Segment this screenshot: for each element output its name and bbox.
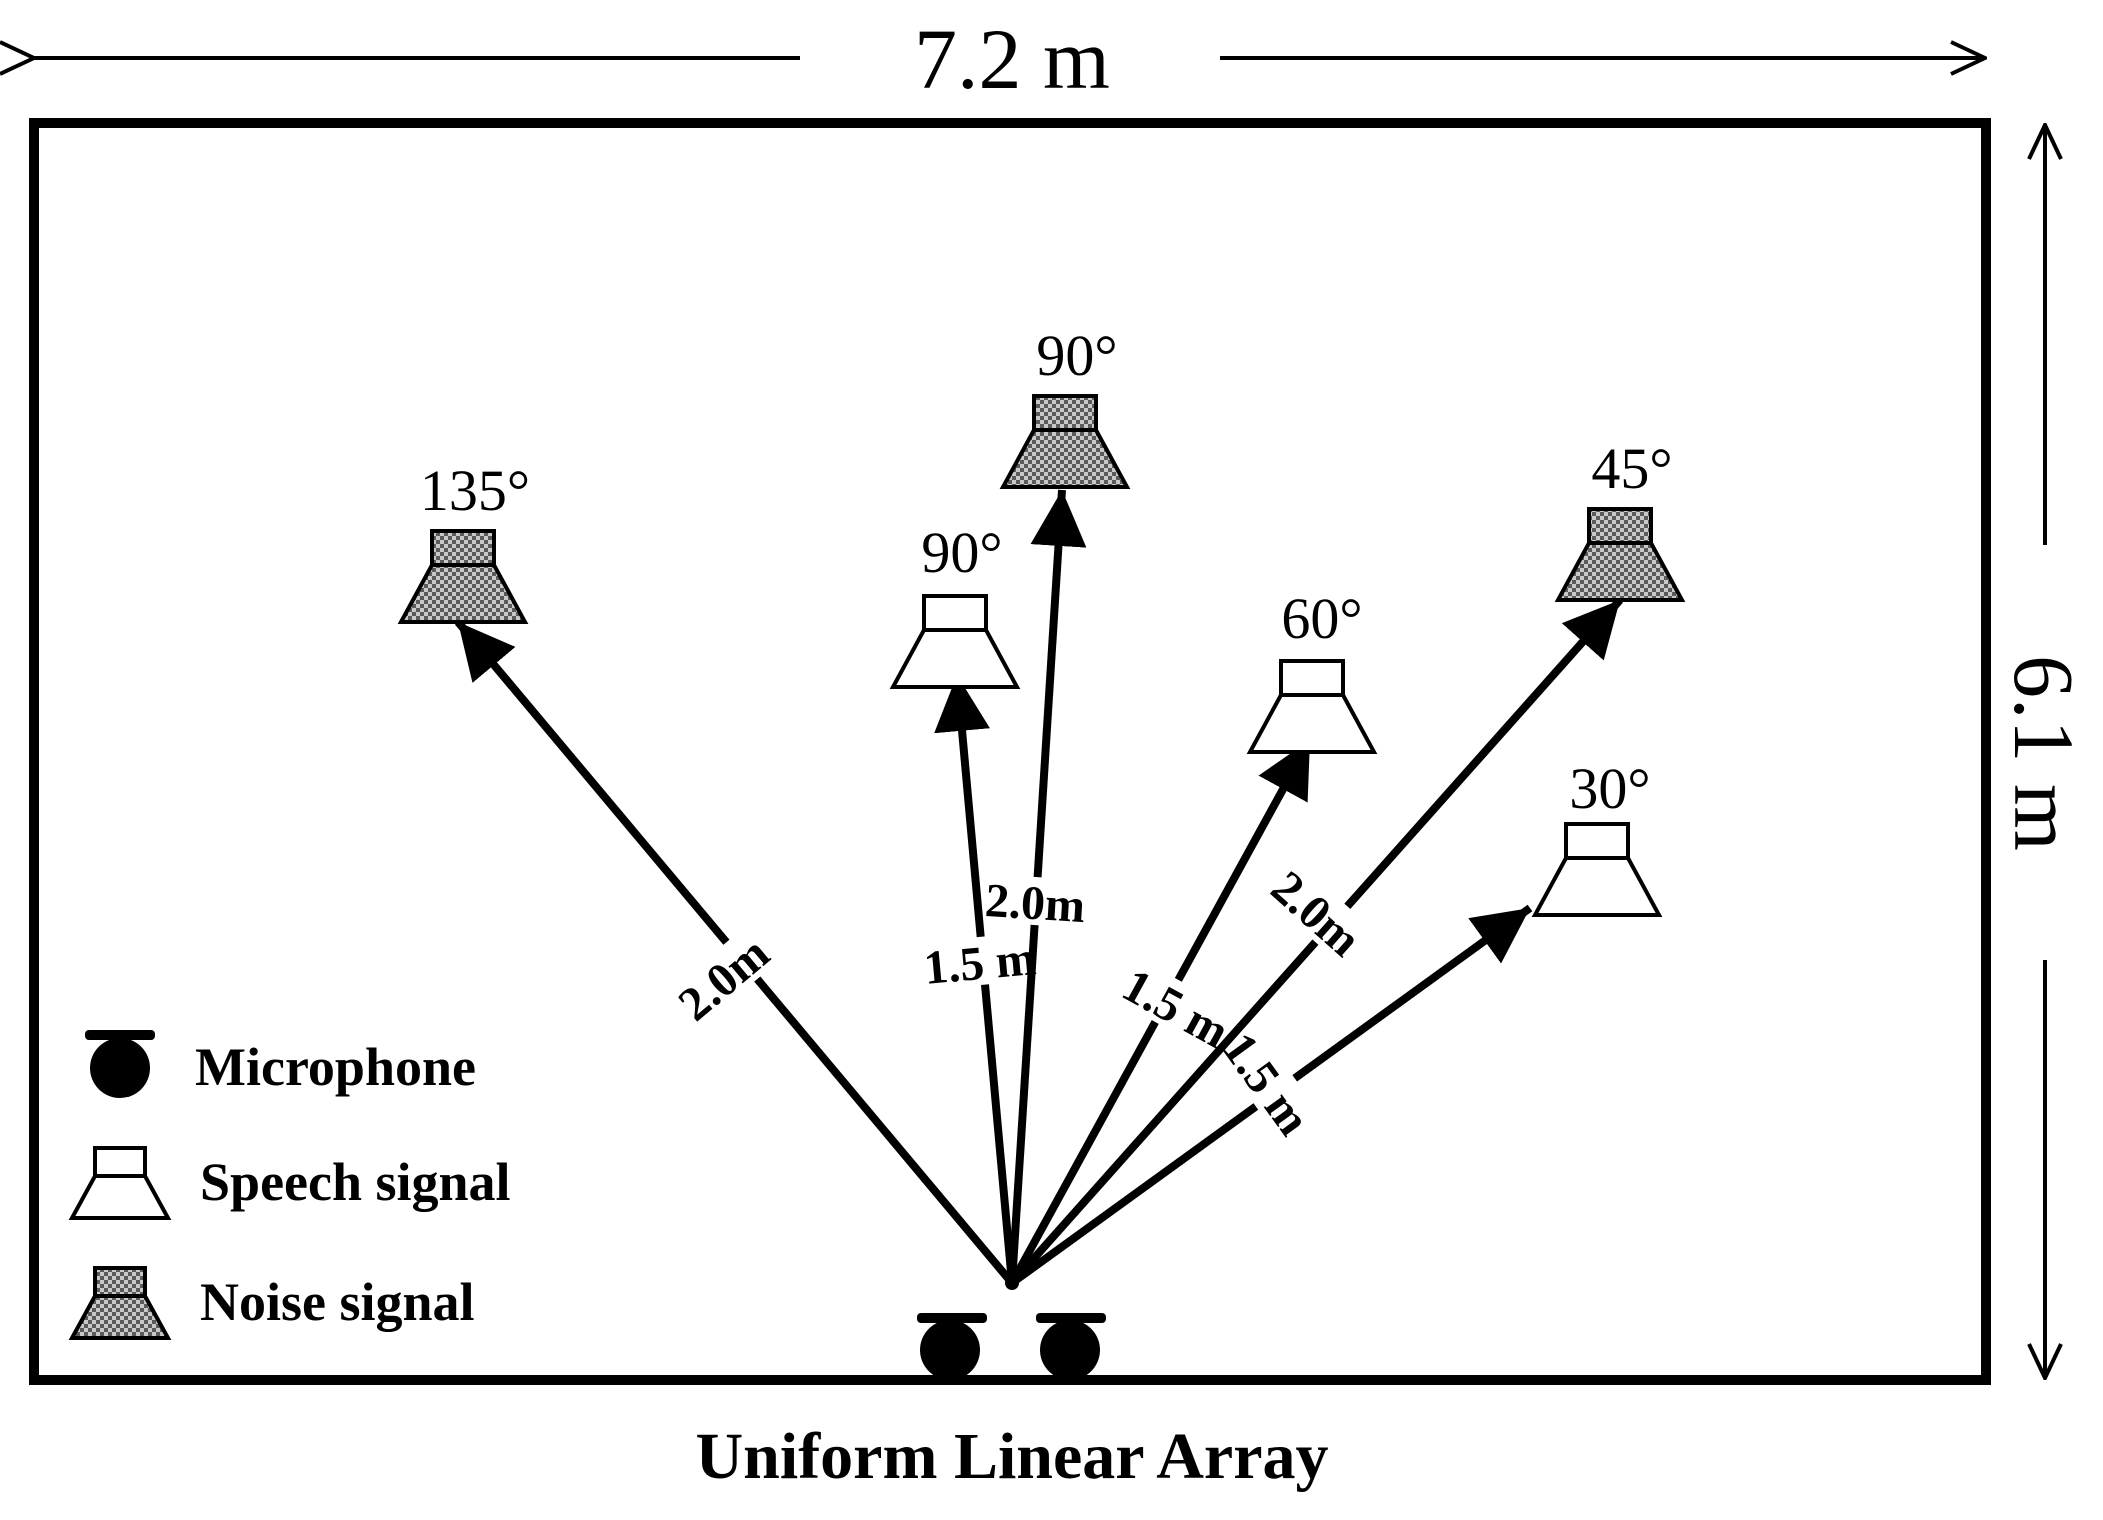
legend-speech-label: Speech signal [200, 1152, 511, 1212]
noise-speaker-noise-45: 45° [1554, 436, 1686, 602]
distance-text-noise-90: 2.0m [984, 874, 1087, 933]
noise-speaker-noise-135: 135° [397, 458, 530, 624]
legend-microphone-label: Microphone [195, 1037, 476, 1097]
distance-label-noise-45: 2.0m [1261, 860, 1371, 967]
noise-speaker-noise-90: 90° [999, 323, 1131, 489]
noise-speaker-icon [68, 1266, 172, 1340]
loudspeakers: 135° 90° 90° 60° 45° 30° [397, 323, 1686, 917]
microphone-left [917, 1313, 987, 1380]
legend-noise: Noise signal [68, 1266, 475, 1340]
microphone-array [917, 1313, 1106, 1380]
microphone-right [1036, 1313, 1106, 1380]
array-origin [1005, 1276, 1019, 1290]
room-width-label: 7.2 m [914, 11, 1110, 107]
distance-label-speech-60: 1.5 m [1114, 959, 1238, 1059]
distance-text-speech-90: 1.5 m [922, 932, 1038, 995]
speech-speaker-speech-60: 60° [1246, 586, 1378, 754]
distance-label-speech-90: 1.5 m [922, 932, 1038, 995]
room-width-dimension: 7.2 m [34, 11, 1985, 107]
angle-label-noise-90: 90° [1036, 323, 1117, 388]
angle-label-speech-30: 30° [1569, 756, 1650, 821]
legend-microphone: Microphone [85, 1030, 476, 1098]
distance-text-speech-60: 1.5 m [1114, 959, 1238, 1059]
room-outline [29, 118, 1991, 1385]
microphone-icon [85, 1030, 155, 1098]
room-height-label: 6.1 m [1996, 655, 2092, 851]
angle-label-speech-60: 60° [1281, 586, 1362, 651]
distance-text-noise-45: 2.0m [1261, 861, 1371, 967]
speech-speaker-icon [68, 1146, 172, 1220]
legend-noise-label: Noise signal [200, 1272, 475, 1332]
distance-label-noise-90: 2.0m [984, 873, 1087, 933]
array-label: Uniform Linear Array [695, 1420, 1328, 1493]
angle-label-speech-90: 90° [921, 520, 1002, 585]
speech-speaker-speech-30: 30° [1531, 756, 1663, 917]
speech-speaker-speech-90: 90° [889, 520, 1021, 689]
legend-speech: Speech signal [68, 1146, 511, 1220]
angle-label-noise-135: 135° [420, 458, 530, 523]
angle-label-noise-45: 45° [1591, 436, 1672, 501]
legend: Microphone Speech signal Noise signal [68, 1030, 511, 1340]
room-height-dimension: 6.1 m [1996, 125, 2092, 1378]
